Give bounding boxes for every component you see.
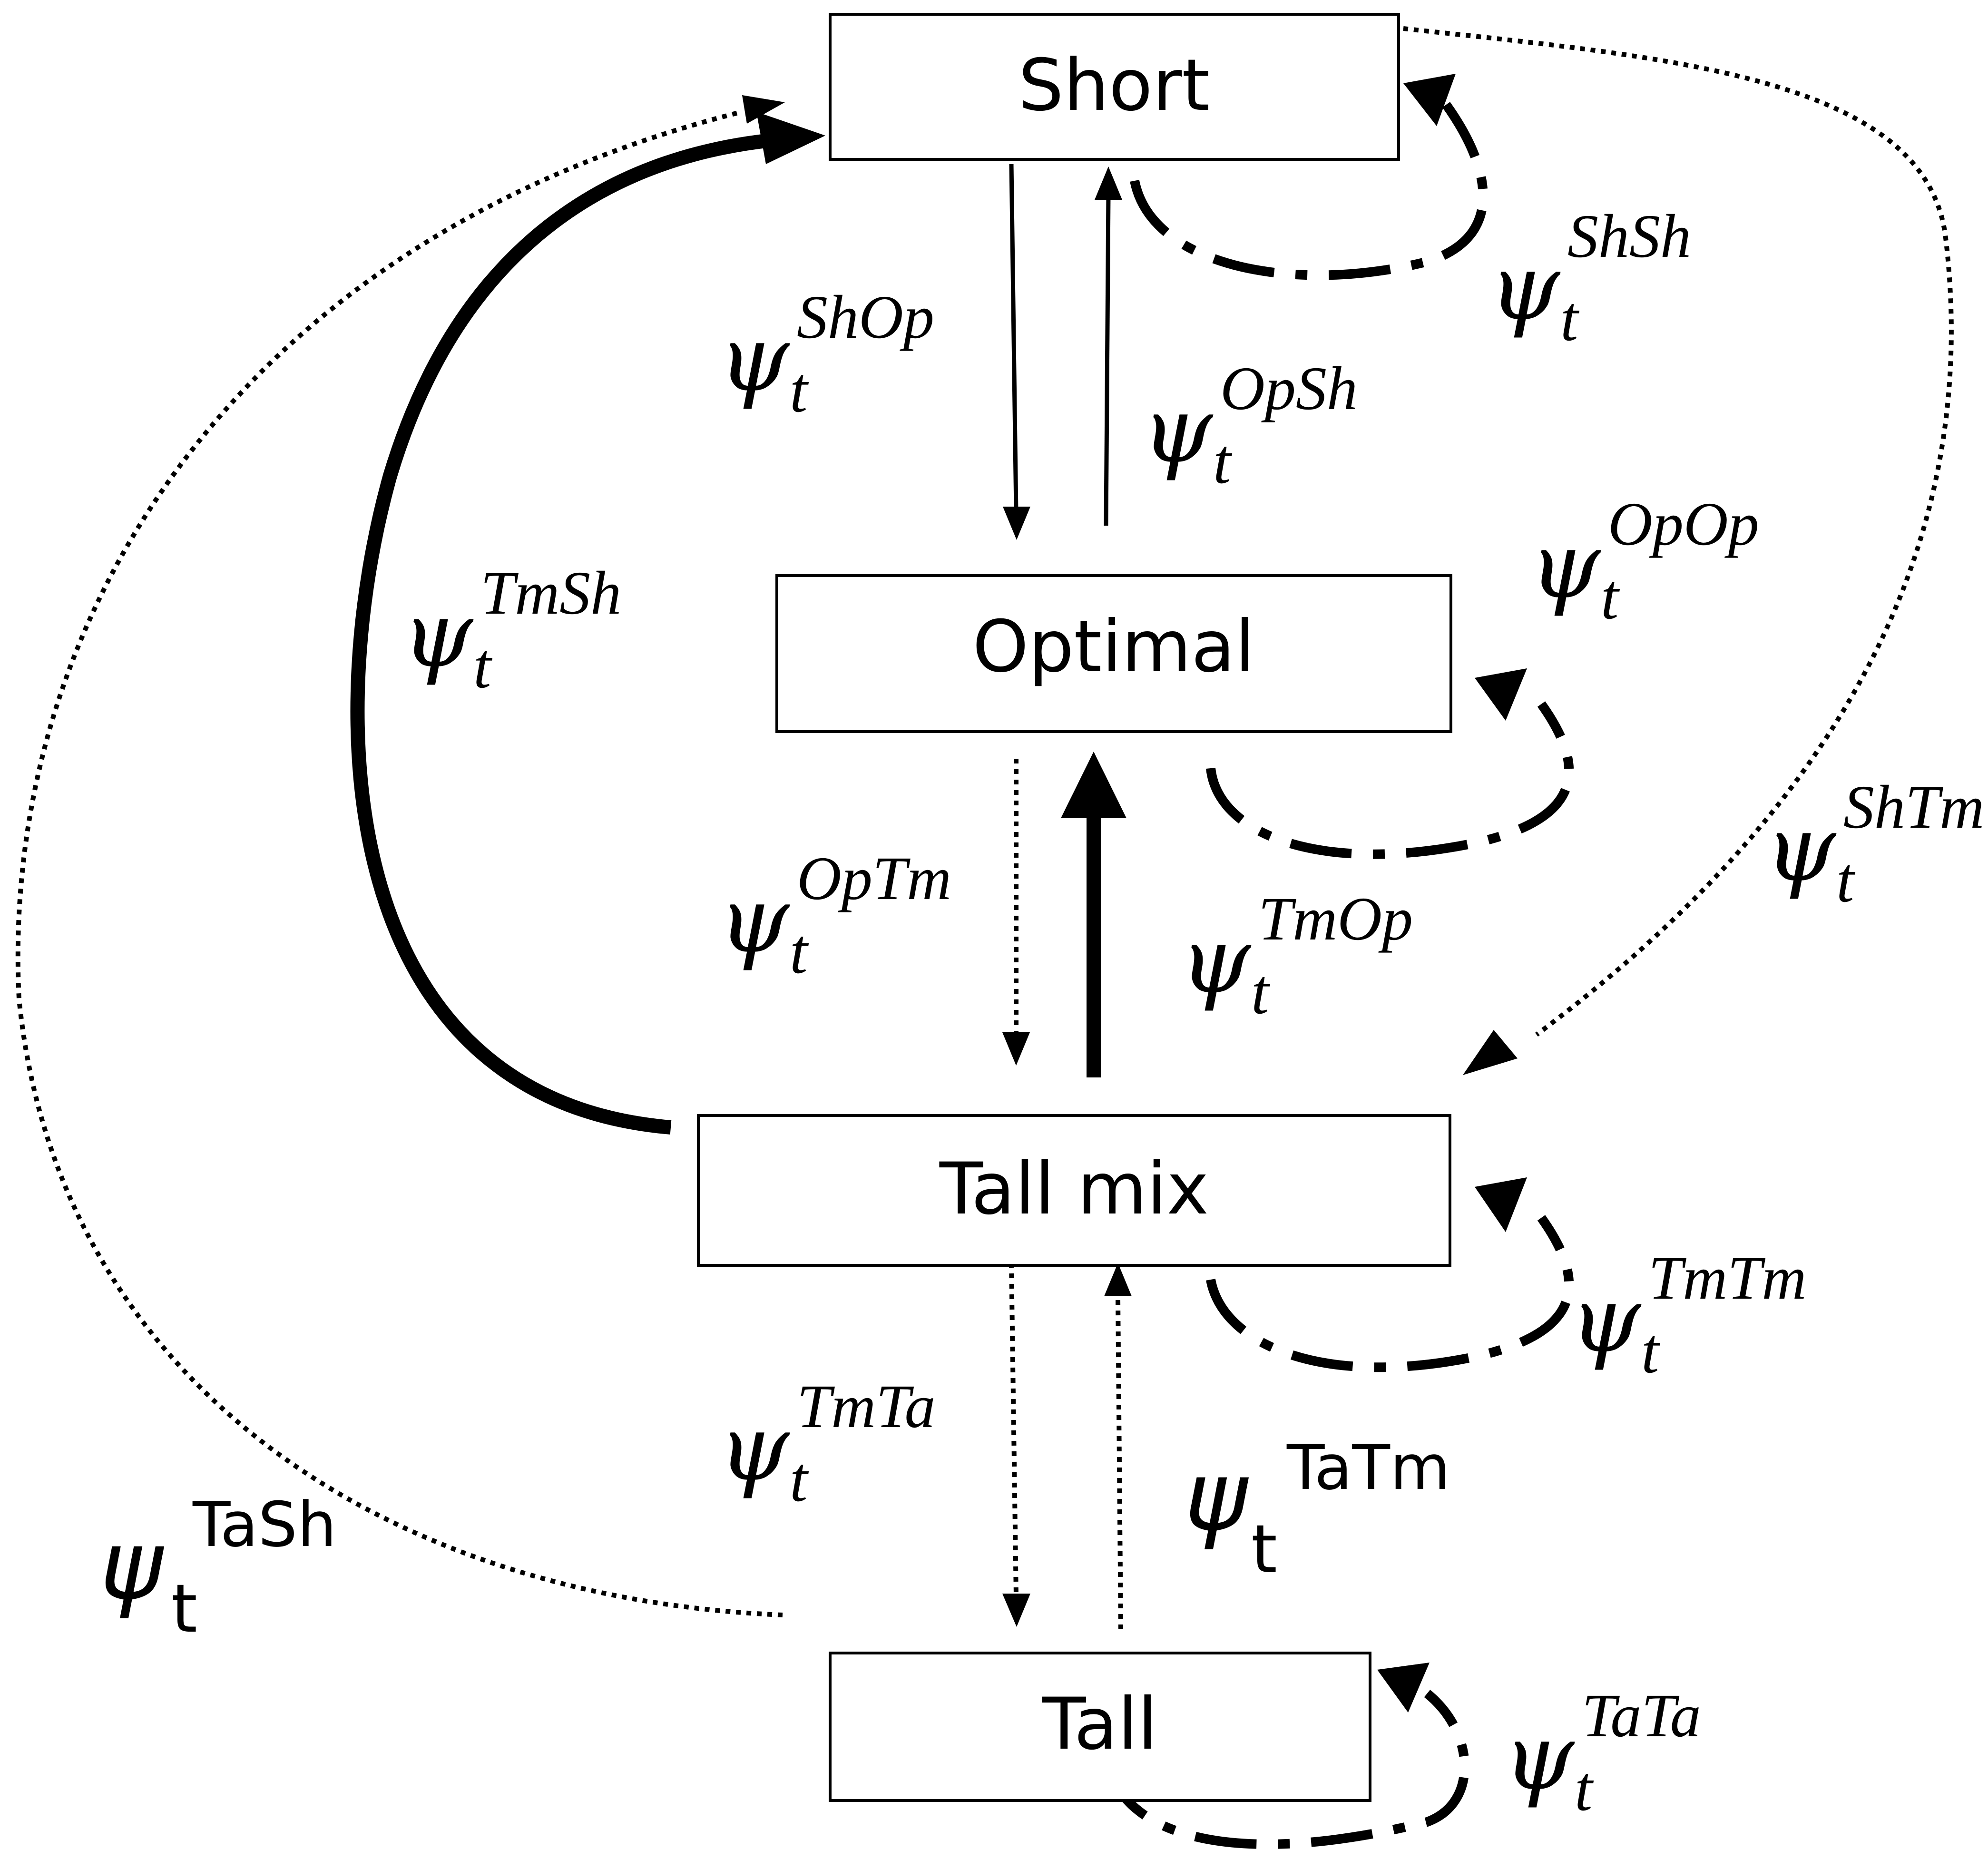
label-psi-ShSh-sub: t [1560,284,1580,354]
label-psi-TmTm: ψ t TmTm [1570,1244,1806,1387]
node-tall-mix-label: Tall mix [939,1148,1209,1231]
label-psi-OpTm-sub: t [790,916,809,987]
label-psi-TmOp-sub: t [1251,957,1271,1027]
label-psi-ShOp-symbol: ψ [718,306,790,411]
label-psi-TaTa: ψ t TaTa [1503,1682,1701,1824]
edge-optimal-self-loop [1206,668,1574,859]
label-psi-ShTm-sub: t [1836,845,1856,916]
label-psi-OpSh-sub: t [1213,426,1233,497]
label-psi-TmOp-symbol: ψ [1180,908,1252,1013]
label-psi-TaSh-sub: t [171,1570,197,1648]
node-tall-label: Tall [1042,1683,1157,1766]
edge-tallmix-self-loop [1206,1177,1574,1372]
edge-tallmix-to-tall [1002,1262,1030,1627]
label-psi-TmTa-symbol: ψ [718,1396,790,1501]
label-psi-TmTm-symbol: ψ [1570,1267,1642,1372]
label-psi-TmOp: ψ t TmOp [1180,885,1413,1027]
label-psi-TmSh-sub: t [473,631,493,702]
edge-tall-to-short [15,95,785,1617]
label-psi-OpSh: ψ t OpSh [1142,354,1358,497]
label-psi-TmTa-sub: t [790,1444,809,1515]
label-psi-TaTa-sup: TaTa [1582,1682,1701,1750]
label-psi-ShTm-sup: ShTm [1843,773,1984,842]
label-psi-TmSh-symbol: ψ [402,582,474,687]
node-short-label: Short [1018,44,1210,127]
label-psi-TmTm-sub: t [1641,1316,1661,1387]
label-psi-TmOp-sup: TmOp [1258,885,1413,953]
label-psi-TaTm-symbol: ψ [1185,1441,1249,1552]
label-psi-OpTm-symbol: ψ [718,868,790,973]
label-psi-TmTa-sup: TmTa [797,1372,936,1441]
edge-optimal-to-short [1095,166,1122,526]
label-psi-OpOp: ψ t OpOp [1529,490,1759,633]
label-psi-OpOp-sup: OpOp [1608,490,1759,558]
label-psi-TaSh-symbol: ψ [100,1510,165,1621]
edge-short-to-optimal [1003,164,1030,540]
label-psi-TaSh: ψ t TaSh [100,1488,336,1648]
label-psi-TmSh-sup: TmSh [480,559,621,627]
label-psi-ShTm: ψ t ShTm [1765,773,1984,916]
node-optimal: Optimal [775,574,1452,733]
label-psi-TaTm-sub: t [1251,1511,1277,1588]
label-psi-TaTm-sup: TaTm [1286,1431,1450,1504]
label-psi-OpOp-symbol: ψ [1529,513,1601,618]
edge-short-to-tallmix [1403,26,1954,1075]
label-psi-TaTa-sub: t [1575,1753,1594,1824]
node-tall: Tall [829,1652,1371,1802]
label-psi-ShOp: ψ t ShOp [718,283,934,426]
label-psi-TmTm-sup: TmTm [1648,1244,1806,1312]
label-psi-ShSh-sup: ShSh [1567,202,1691,271]
edge-tall-self-loop [1104,1663,1469,1849]
label-psi-ShOp-sub: t [790,355,809,426]
edge-tallmix-to-optimal [1061,752,1126,1077]
label-psi-OpTm: ψ t OpTm [718,844,951,987]
node-optimal-label: Optimal [972,606,1254,688]
node-tall-mix: Tall mix [697,1114,1451,1267]
label-psi-OpSh-symbol: ψ [1142,378,1214,483]
label-psi-ShTm-symbol: ψ [1765,796,1837,901]
label-psi-TmSh: ψ t TmSh [402,559,621,702]
edge-tallmix-to-short [350,112,825,1135]
label-psi-TaSh-sup: TaSh [192,1488,336,1561]
label-psi-TaTa-symbol: ψ [1503,1705,1575,1810]
edge-short-self-loop [1130,74,1488,280]
label-psi-TaTm: ψ t TaTm [1185,1431,1450,1588]
edge-optimal-to-tallmix [1002,759,1030,1066]
label-psi-ShSh-symbol: ψ [1489,235,1561,340]
label-psi-OpSh-sup: OpSh [1220,354,1358,423]
label-psi-OpTm-sup: OpTm [797,844,951,913]
label-psi-OpOp-sub: t [1601,562,1620,633]
node-short: Short [829,13,1400,161]
label-psi-ShOp-sup: ShOp [797,283,934,352]
label-psi-ShSh: ψ t ShSh [1489,202,1691,354]
label-psi-TmTa: ψ t TmTa [718,1372,936,1515]
edge-tall-to-tallmix [1104,1263,1132,1630]
